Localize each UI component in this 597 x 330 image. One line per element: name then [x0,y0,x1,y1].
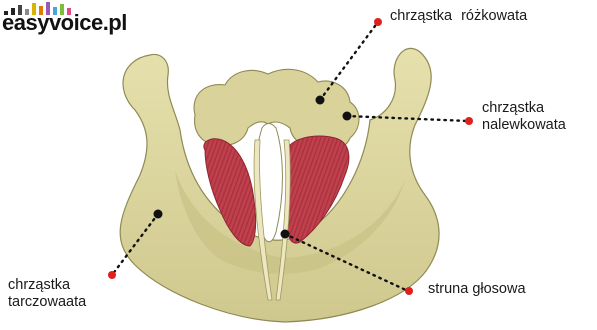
label-line: chrząstka [482,100,566,117]
label-chrzastka-rozkowata: chrząstka różkowata [390,8,527,25]
brand-logo: easyvoice.pl [2,12,127,34]
label-line: nalewkowata [482,117,566,134]
label-chrzastka-nalewkowata: chrząstka nalewkowata [482,100,566,134]
label-line: chrząstka [8,277,86,294]
label-struna-glosowa: struna głosowa [428,281,526,298]
label-chrzastka-tarczowata: chrząstka tarczowaata [8,277,86,311]
label-line: tarczowaata [8,294,86,311]
